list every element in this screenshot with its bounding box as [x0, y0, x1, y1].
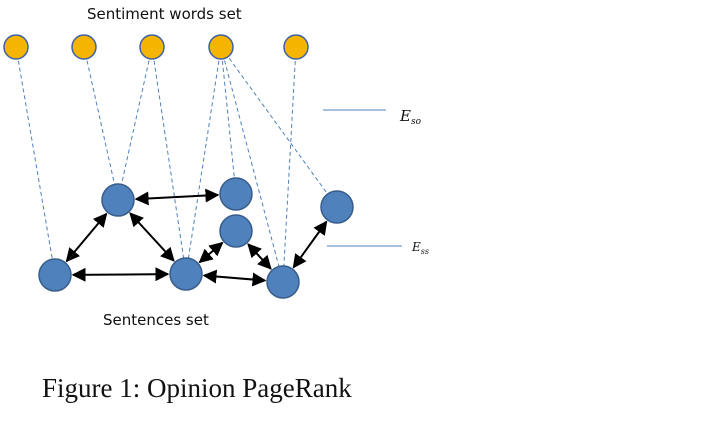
edge-s1-s5: [71, 267, 170, 282]
edge-s6-s7: [292, 220, 328, 269]
word-sentence-edges: [15, 46, 338, 283]
edge-s4-s6: [247, 243, 272, 270]
edge-s5-s6: [202, 269, 267, 287]
word-node-w3: [139, 34, 165, 60]
edge-s2-s3: [134, 188, 220, 206]
edge-w4-s7: [220, 46, 338, 208]
sentences-set-label: Sentences set: [103, 311, 209, 329]
sentence-node-s1: [38, 258, 72, 292]
sentence-node-s4: [219, 214, 253, 248]
edge-w4-s3: [220, 46, 237, 195]
edge-s2-s5: [129, 212, 175, 262]
edge-w5-s6: [282, 46, 297, 283]
edge-w1-s1: [15, 46, 56, 276]
sentence-node-s3: [219, 177, 253, 211]
sentence-node-s2: [101, 183, 135, 217]
edge-s1-s2: [65, 212, 108, 263]
edge-w3-s2: [117, 46, 153, 201]
edge-w3-s5: [151, 46, 187, 275]
sentence-node-s5: [169, 257, 203, 291]
figure-caption: Figure 1: Opinion PageRank: [42, 373, 352, 403]
word-node-w1: [3, 34, 29, 60]
edge-ss-legend-label: Ess: [411, 240, 429, 256]
edge-sw-legend-label: Eso: [399, 107, 422, 127]
word-node-w5: [283, 34, 309, 60]
sentence-node-s6: [266, 265, 300, 299]
edge-w4-s6: [220, 46, 284, 283]
word-node-w2: [71, 34, 97, 60]
graph-nodes: [3, 34, 354, 299]
edge-legend: [323, 109, 402, 247]
sentence-node-s7: [320, 190, 354, 224]
sentiment-words-set-label: Sentiment words set: [87, 5, 242, 23]
edge-w4-s5: [185, 46, 222, 275]
edge-w2-s2: [83, 46, 119, 201]
sentence-sentence-edges: [65, 188, 328, 287]
word-node-w4: [208, 34, 234, 60]
edge-s5-s4: [198, 241, 224, 264]
